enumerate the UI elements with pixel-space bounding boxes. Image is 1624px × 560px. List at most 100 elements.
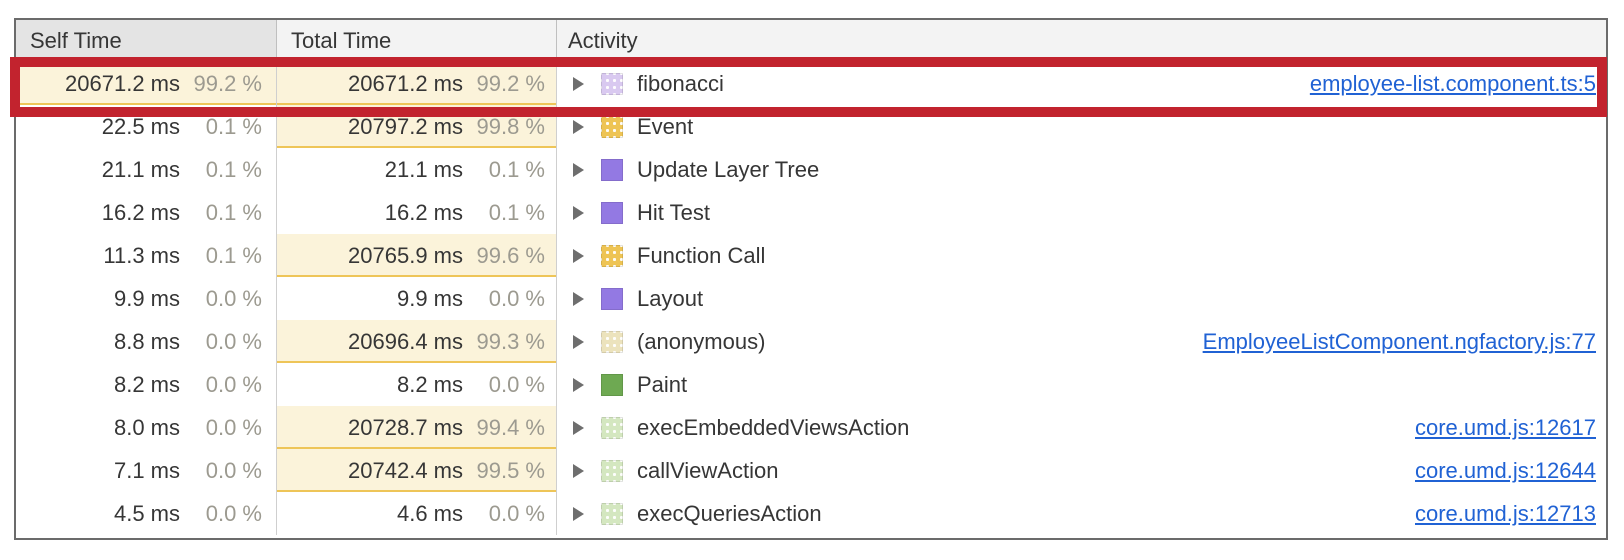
table-row[interactable]: 11.3 ms 0.1 % 20765.9 ms 99.6 % Function… [16,234,1606,277]
activity-label: fibonacci [637,70,724,96]
self-time-cell: 7.1 ms 0.0 % [16,449,277,492]
total-time-cell: 20742.4 ms 99.5 % [277,449,557,492]
expand-arrow-icon[interactable] [573,377,584,392]
total-time-percent: 99.8 % [476,113,546,139]
total-time-cell: 16.2 ms 0.1 % [277,191,557,234]
table-row[interactable]: 16.2 ms 0.1 % 16.2 ms 0.1 % Hit Test [16,191,1606,234]
total-time-cell: 4.6 ms 0.0 % [277,492,557,535]
self-time-value: 11.3 ms [103,242,180,268]
source-link[interactable]: core.umd.js:12644 [1415,457,1596,483]
expand-arrow-icon[interactable] [573,205,584,220]
activity-cell: Update Layer Tree [557,148,1606,191]
activity-label: callViewAction [637,457,779,483]
total-time-value: 16.2 ms [384,199,463,225]
self-time-percent: 0.0 % [205,457,262,483]
self-time-value: 4.5 ms [113,500,180,526]
table-row[interactable]: 8.2 ms 0.0 % 8.2 ms 0.0 % Paint [16,363,1606,406]
self-time-cell: 11.3 ms 0.1 % [16,234,277,277]
expand-arrow-icon[interactable] [573,76,584,91]
self-time-percent: 0.1 % [205,113,262,139]
bottom-up-table: Self Time Total Time Activity 20671.2 ms… [14,18,1608,540]
column-header-activity[interactable]: Activity [568,28,638,53]
self-time-value: 20671.2 ms [65,70,180,96]
total-time-percent: 99.3 % [476,328,546,354]
total-time-value: 20742.4 ms [348,457,463,483]
source-link[interactable]: core.umd.js:12713 [1415,500,1596,526]
activity-label: Layout [637,285,704,311]
table-row[interactable]: 8.8 ms 0.0 % 20696.4 ms 99.3 % (anonymou… [16,320,1606,363]
column-header-total-time[interactable]: Total Time [277,20,557,62]
source-link[interactable]: employee-list.component.ts:5 [1309,70,1596,96]
total-time-cell: 20797.2 ms 99.8 % [277,105,557,148]
expand-arrow-icon[interactable] [573,291,584,306]
activity-color-swatch [601,330,623,353]
total-time-value: 8.2 ms [396,371,463,397]
activity-cell: Function Call [557,234,1606,277]
expand-arrow-icon[interactable] [573,506,584,521]
self-time-value: 21.1 ms [101,156,180,182]
self-time-percent: 0.0 % [205,500,262,526]
self-time-cell: 8.8 ms 0.0 % [16,320,277,363]
total-time-cell: 21.1 ms 0.1 % [277,148,557,191]
expand-arrow-icon[interactable] [573,420,584,435]
table-row[interactable]: 20671.2 ms 99.2 % 20671.2 ms 99.2 % fibo… [16,62,1606,105]
expand-arrow-icon[interactable] [573,162,584,177]
self-time-percent: 0.0 % [205,285,262,311]
activity-cell: Paint [557,363,1606,406]
total-time-value: 4.6 ms [396,500,463,526]
activity-color-swatch [601,244,623,267]
table-row[interactable]: 4.5 ms 0.0 % 4.6 ms 0.0 % execQueriesAct… [16,492,1606,535]
activity-cell: callViewAction core.umd.js:12644 [557,449,1606,492]
self-time-percent: 0.0 % [205,328,262,354]
table-row[interactable]: 7.1 ms 0.0 % 20742.4 ms 99.5 % callViewA… [16,449,1606,492]
activity-cell: (anonymous) EmployeeListComponent.ngfact… [557,320,1606,363]
source-link[interactable]: EmployeeListComponent.ngfactory.js:77 [1202,328,1596,354]
self-time-percent: 0.0 % [205,414,262,440]
total-time-value: 20728.7 ms [348,414,463,440]
activity-cell: Hit Test [557,191,1606,234]
table-row[interactable]: 21.1 ms 0.1 % 21.1 ms 0.1 % Update Layer… [16,148,1606,191]
total-time-percent: 99.4 % [476,414,546,440]
activity-color-swatch [601,287,623,310]
self-time-cell: 21.1 ms 0.1 % [16,148,277,191]
table-row[interactable]: 22.5 ms 0.1 % 20797.2 ms 99.8 % Event [16,105,1606,148]
self-time-value: 22.5 ms [101,113,180,139]
source-link[interactable]: core.umd.js:12617 [1415,414,1596,440]
column-header-self-time[interactable]: Self Time [16,20,277,62]
activity-cell: execEmbeddedViewsAction core.umd.js:1261… [557,406,1606,449]
activity-label: Paint [637,371,688,397]
table-header-row: Self Time Total Time Activity [16,20,1606,62]
total-time-cell: 20765.9 ms 99.6 % [277,234,557,277]
activity-cell: Event [557,105,1606,148]
total-time-percent: 0.0 % [488,285,545,311]
activity-label: Event [637,113,694,139]
activity-color-swatch [601,416,623,439]
table-row[interactable]: 9.9 ms 0.0 % 9.9 ms 0.0 % Layout [16,277,1606,320]
activity-color-swatch [601,72,623,95]
expand-arrow-icon[interactable] [573,248,584,263]
activity-label: (anonymous) [637,328,766,354]
total-time-value: 20696.4 ms [348,328,463,354]
table-body: 20671.2 ms 99.2 % 20671.2 ms 99.2 % fibo… [16,62,1606,535]
activity-color-swatch [601,502,623,525]
total-time-value: 21.1 ms [384,156,463,182]
activity-cell: fibonacci employee-list.component.ts:5 [557,62,1606,105]
activity-label: Hit Test [637,199,710,225]
self-time-value: 7.1 ms [113,457,180,483]
self-time-cell: 22.5 ms 0.1 % [16,105,277,148]
self-time-percent: 0.1 % [205,199,262,225]
total-time-percent: 0.1 % [488,156,545,182]
expand-arrow-icon[interactable] [573,334,584,349]
self-time-percent: 0.1 % [205,242,262,268]
table-row[interactable]: 8.0 ms 0.0 % 20728.7 ms 99.4 % execEmbed… [16,406,1606,449]
expand-arrow-icon[interactable] [573,119,584,134]
total-time-cell: 20696.4 ms 99.3 % [277,320,557,363]
total-time-percent: 0.0 % [488,371,545,397]
total-time-value: 20765.9 ms [348,242,463,268]
activity-cell: execQueriesAction core.umd.js:12713 [557,492,1606,535]
expand-arrow-icon[interactable] [573,463,584,478]
self-time-value: 9.9 ms [113,285,180,311]
self-time-cell: 8.0 ms 0.0 % [16,406,277,449]
total-time-cell: 20671.2 ms 99.2 % [277,62,557,105]
activity-label: Function Call [637,242,766,268]
